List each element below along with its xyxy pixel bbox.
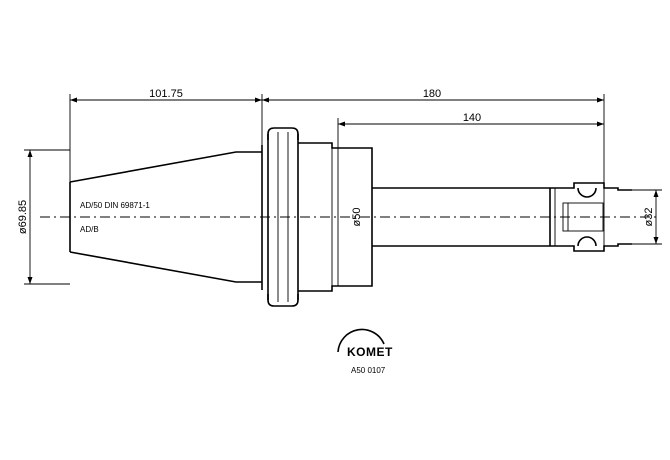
shank [372,187,550,247]
dim-32-label: ø32 [643,208,655,227]
dim-180: 180 [262,88,605,183]
form-note: AD/B [80,225,99,234]
standard-note: AD/50 DIN 69871-1 [80,201,150,210]
dim-69-85-label: ø69.85 [17,200,29,234]
dim-180-label: 180 [423,88,441,100]
logo-text: KOMET [347,345,393,359]
dim-50-label: ø50 [351,208,363,227]
dim-32: ø32 [632,189,662,245]
dim-101-75: 101.75 [69,88,263,182]
dim-101-75-label: 101.75 [149,88,183,100]
logo-arc [337,328,385,353]
dim-69-85: ø69.85 [17,149,70,285]
taper-shank [69,145,263,290]
head [549,182,632,252]
part-number: A50 0107 [351,366,386,375]
flange [267,127,299,307]
body [298,142,373,292]
dim-140-label: 140 [463,112,481,124]
dim-140: 140 [337,112,604,148]
komet-logo: KOMET A50 0107 [337,328,393,375]
